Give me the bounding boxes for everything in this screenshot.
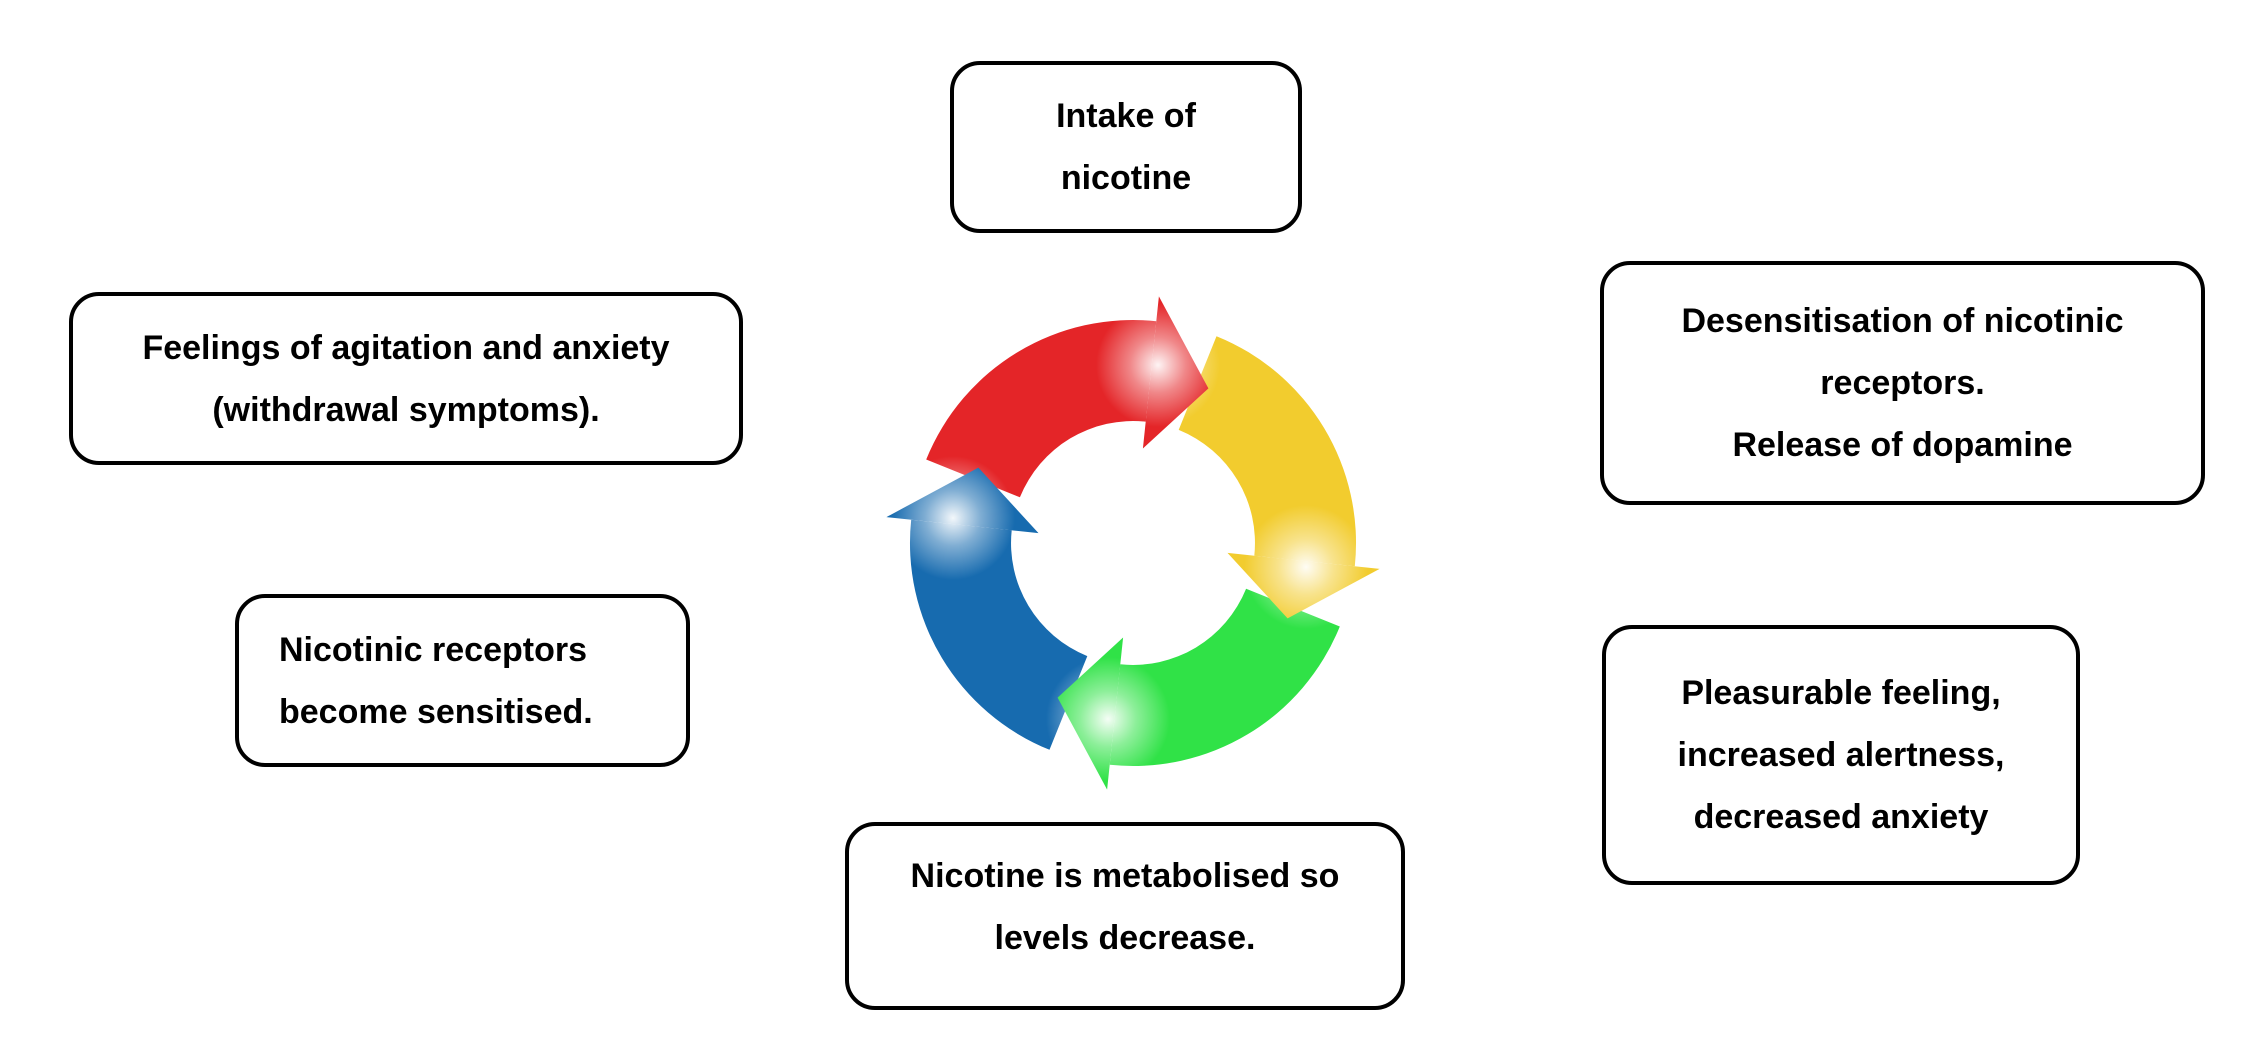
yellow-arrow-gloss bbox=[1244, 505, 1368, 629]
node-text-line: Pleasurable feeling, bbox=[1681, 674, 2001, 712]
node-text-line: Feelings of agitation and anxiety bbox=[142, 328, 670, 367]
node-text-line: Nicotinic receptors bbox=[279, 630, 587, 669]
node-nicotine-metabolised: Nicotine is metabolised so levels decrea… bbox=[845, 822, 1405, 1010]
green-arrow-gloss bbox=[1046, 657, 1170, 781]
node-intake-of-nicotine: Intake of nicotine bbox=[950, 61, 1302, 233]
node-text-line: increased alertness, bbox=[1677, 736, 2005, 774]
node-desensitisation-receptors: Desensitisation of nicotinic receptors. … bbox=[1600, 261, 2205, 505]
node-text-line: receptors. bbox=[1820, 364, 1985, 402]
node-withdrawal-symptoms: Feelings of agitation and anxiety (withd… bbox=[69, 292, 743, 465]
node-text-line: (withdrawal symptoms). bbox=[212, 390, 600, 429]
blue-arrow-gloss bbox=[891, 456, 1015, 580]
node-text-line: Desensitisation of nicotinic bbox=[1681, 302, 2124, 340]
node-text-line: become sensitised. bbox=[279, 692, 593, 731]
node-text-line: levels decrease. bbox=[994, 919, 1256, 957]
cycle-arrows-graphic bbox=[886, 296, 1380, 790]
node-text-line: Nicotine is metabolised so bbox=[910, 857, 1340, 895]
node-text-line: nicotine bbox=[1060, 159, 1192, 197]
node-pleasurable-feeling: Pleasurable feeling, increased alertness… bbox=[1602, 625, 2080, 885]
node-text-line: Intake of bbox=[1056, 97, 1196, 135]
node-text-line: Release of dopamine bbox=[1732, 426, 2073, 464]
node-text-line: decreased anxiety bbox=[1693, 798, 1989, 836]
node-receptors-sensitised: Nicotinic receptors become sensitised. bbox=[235, 594, 690, 767]
red-arrow-gloss bbox=[1096, 303, 1220, 427]
